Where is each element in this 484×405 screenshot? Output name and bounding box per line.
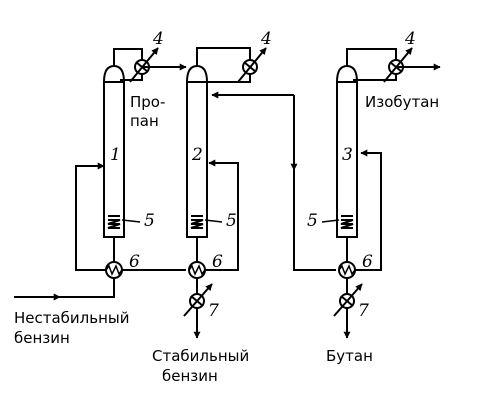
propane-label-line2: пан	[130, 112, 159, 130]
reboiler-2-label: 5	[226, 211, 237, 231]
feed-label-line1: Нестабильный	[14, 309, 130, 327]
recycle-line-2	[205, 159, 239, 271]
cooler-3-label: 7	[358, 301, 369, 321]
condenser-3-label: 4	[404, 29, 416, 49]
feed-label-line2: бензин	[14, 329, 70, 347]
stable-gasoline-label-line1: Стабильный	[152, 347, 249, 365]
column-1-number: 1	[110, 145, 121, 165]
heat-exchanger-1-label: 6	[129, 252, 140, 272]
condenser-2-label: 4	[260, 29, 272, 49]
recycle-line-1	[75, 162, 106, 271]
heat-exchanger-2	[188, 261, 206, 279]
isobutane-label: Изобутан	[365, 93, 439, 111]
reboiler-coil-1	[107, 215, 141, 229]
column-1	[103, 64, 125, 238]
heat-exchanger-3-label: 6	[362, 252, 373, 272]
stable-gasoline-label-line2: бензин	[162, 367, 218, 385]
column-2-number: 2	[191, 145, 203, 165]
recycle-line-3	[355, 149, 382, 271]
column-3	[336, 64, 358, 238]
cooler-2-label: 7	[208, 301, 219, 321]
reflux-line-1	[120, 74, 143, 81]
propane-label-line1: Про-	[130, 93, 165, 111]
heat-exchanger-3	[338, 261, 356, 279]
condenser-1	[129, 47, 159, 83]
cooler-2	[183, 283, 213, 317]
feed-line	[14, 278, 115, 298]
heat-exchanger-2-label: 6	[212, 252, 223, 272]
heat-exchanger-1	[105, 261, 123, 279]
column-3-number: 3	[342, 145, 353, 165]
condenser-3	[383, 47, 413, 83]
column-2	[186, 64, 208, 238]
reboiler-coil-3	[321, 215, 354, 229]
reboiler-3-label: 5	[307, 211, 318, 231]
condenser-2	[237, 47, 267, 83]
reboiler-coil-2	[190, 215, 223, 229]
butane-label: Бутан	[326, 347, 373, 365]
condenser-1-label: 4	[152, 29, 164, 49]
reboiler-1-label: 5	[144, 211, 155, 231]
